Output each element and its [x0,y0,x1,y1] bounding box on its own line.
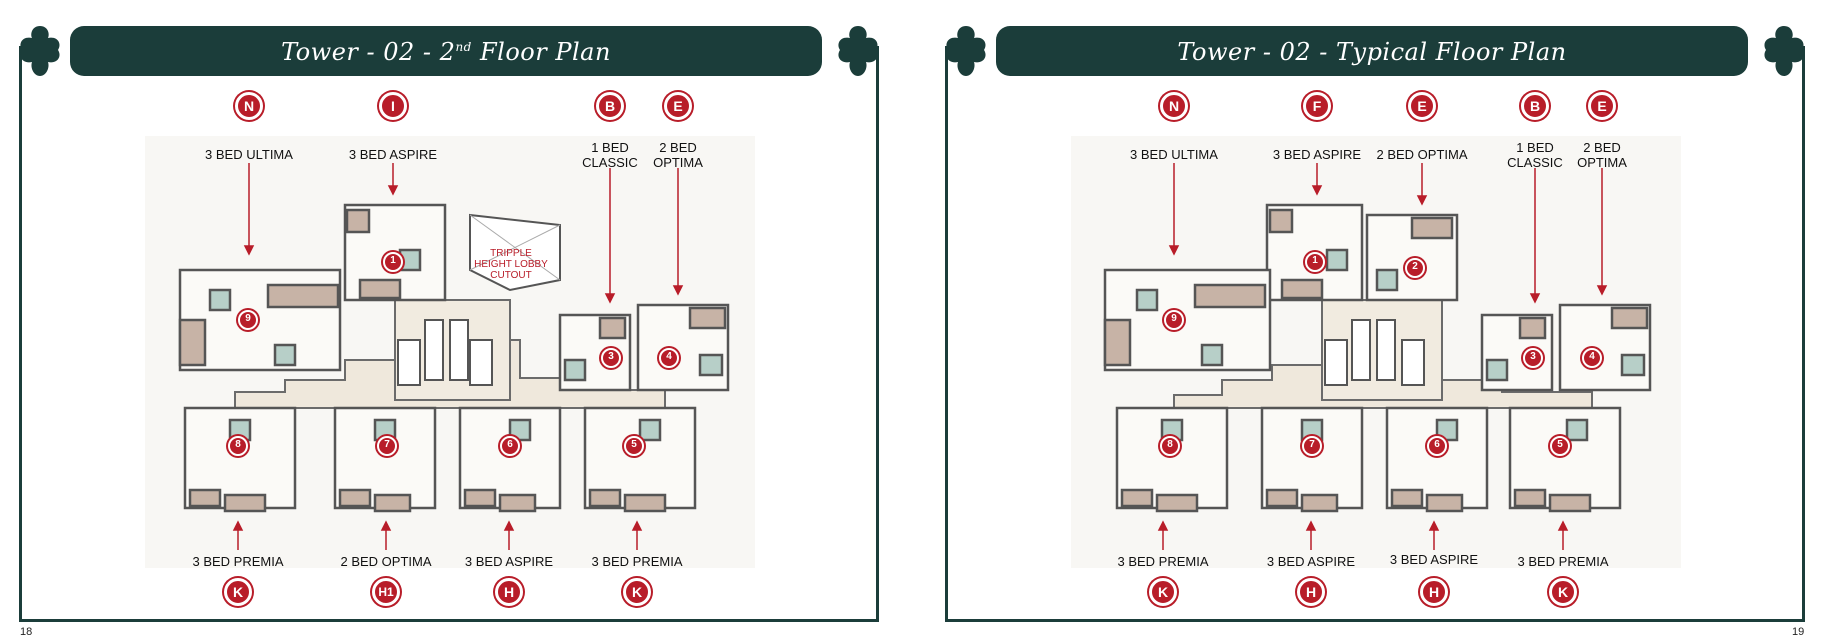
title-rest: Floor Plan [471,38,611,66]
title-rest: Typical Floor Plan [1336,38,1567,66]
unit-marker[interactable]: 3 [1523,348,1543,368]
left-ornament-icon [18,24,62,78]
unit-marker[interactable]: 4 [1582,348,1602,368]
unit-type-badge[interactable]: H [1297,578,1325,606]
lobby-note-line-3: CUTOUT [490,270,532,281]
page-number: 18 [20,626,33,638]
unit-marker[interactable]: 3 [601,348,621,368]
title-main: Tower - 02 - [1177,38,1336,66]
floor-plan-drawing [178,163,730,550]
unit-marker[interactable]: 2 [1405,258,1425,278]
unit-type-label: 3 BED PREMIA [1117,554,1209,569]
unit-type-label: 2 BED OPTIMA [340,554,432,569]
title-superscript: nd [455,40,472,54]
unit-marker[interactable]: 1 [383,252,403,272]
unit-type-badge[interactable]: K [224,578,252,606]
lobby-note-line-1: TRIPPLE [490,248,532,259]
page-frame [945,46,1805,622]
right-ornament-icon [836,24,880,78]
unit-marker[interactable]: 9 [1164,310,1184,330]
lobby-note-line-2: HEIGHT LOBBY [474,259,548,270]
unit-type-label: 3 BED ASPIRE [1272,147,1362,162]
unit-type-badge[interactable]: H [1420,578,1448,606]
unit-type-badge[interactable]: N [235,92,263,120]
unit-type-badge[interactable]: K [1149,578,1177,606]
unit-type-label: 2 BED OPTIMA [653,140,703,170]
page-frame [19,46,879,622]
unit-type-label: 3 BED ASPIRE [1266,554,1356,569]
unit-type-label: 3 BED ASPIRE [464,554,554,569]
unit-marker[interactable]: 6 [1427,436,1447,456]
page-title: Tower - 02 - 2nd Floor Plan [70,38,822,66]
unit-type-label: 1 BED CLASSIC [1507,140,1563,170]
page-number: 19 [1792,626,1805,638]
unit-type-label: 3 BED ULTIMA [1130,147,1218,162]
unit-type-label: 3 BED ULTIMA [205,147,293,162]
unit-type-label: 3 BED PREMIA [591,554,683,569]
page-right: Tower - 02 - Typical Floor Plan [912,0,1824,643]
unit-type-badge[interactable]: B [596,92,624,120]
unit-type-badge[interactable]: E [664,92,692,120]
page-title: Tower - 02 - Typical Floor Plan [996,38,1748,66]
unit-marker[interactable]: 1 [1305,252,1325,272]
unit-marker[interactable]: 7 [1302,436,1322,456]
unit-type-badge[interactable]: K [623,578,651,606]
unit-type-badge[interactable]: N [1160,92,1188,120]
unit-type-label: 3 BED ASPIRE [1389,552,1479,567]
unit-type-label: 1 BED CLASSIC [582,140,638,170]
floor-plan-drawing [1103,163,1652,550]
unit-marker[interactable]: 5 [624,436,644,456]
unit-type-label: 2 BED OPTIMA [1376,147,1468,162]
unit-type-badge[interactable]: E [1588,92,1616,120]
left-ornament-icon [944,24,988,78]
unit-type-label: 3 BED PREMIA [192,554,284,569]
unit-marker[interactable]: 9 [238,310,258,330]
unit-marker[interactable]: 5 [1550,436,1570,456]
unit-type-label: 2 BED OPTIMA [1577,140,1627,170]
unit-marker[interactable]: 7 [377,436,397,456]
unit-type-label: 3 BED PREMIA [1517,554,1609,569]
page-left: Tower - 02 - 2nd Floor Plan [18,24,880,638]
title-banner: Tower - 02 - 2nd Floor Plan [70,26,822,76]
unit-marker[interactable]: 6 [500,436,520,456]
title-banner: Tower - 02 - Typical Floor Plan [996,26,1748,76]
unit-type-badge[interactable]: H [495,578,523,606]
lobby-cutout-note: TRIPPLE HEIGHT LOBBY CUTOUT [466,248,556,281]
unit-marker[interactable]: 4 [659,348,679,368]
unit-marker[interactable]: 8 [228,436,248,456]
unit-marker[interactable]: 8 [1160,436,1180,456]
unit-type-badge[interactable]: B [1521,92,1549,120]
unit-type-badge[interactable]: F [1303,92,1331,120]
unit-type-badge[interactable]: K [1549,578,1577,606]
unit-type-badge[interactable]: H1 [372,578,400,606]
unit-type-badge[interactable]: I [379,92,407,120]
title-main: Tower - 02 - 2 [281,38,456,66]
unit-type-badge[interactable]: E [1408,92,1436,120]
right-ornament-icon [1762,24,1806,78]
unit-type-label: 3 BED ASPIRE [348,147,438,162]
